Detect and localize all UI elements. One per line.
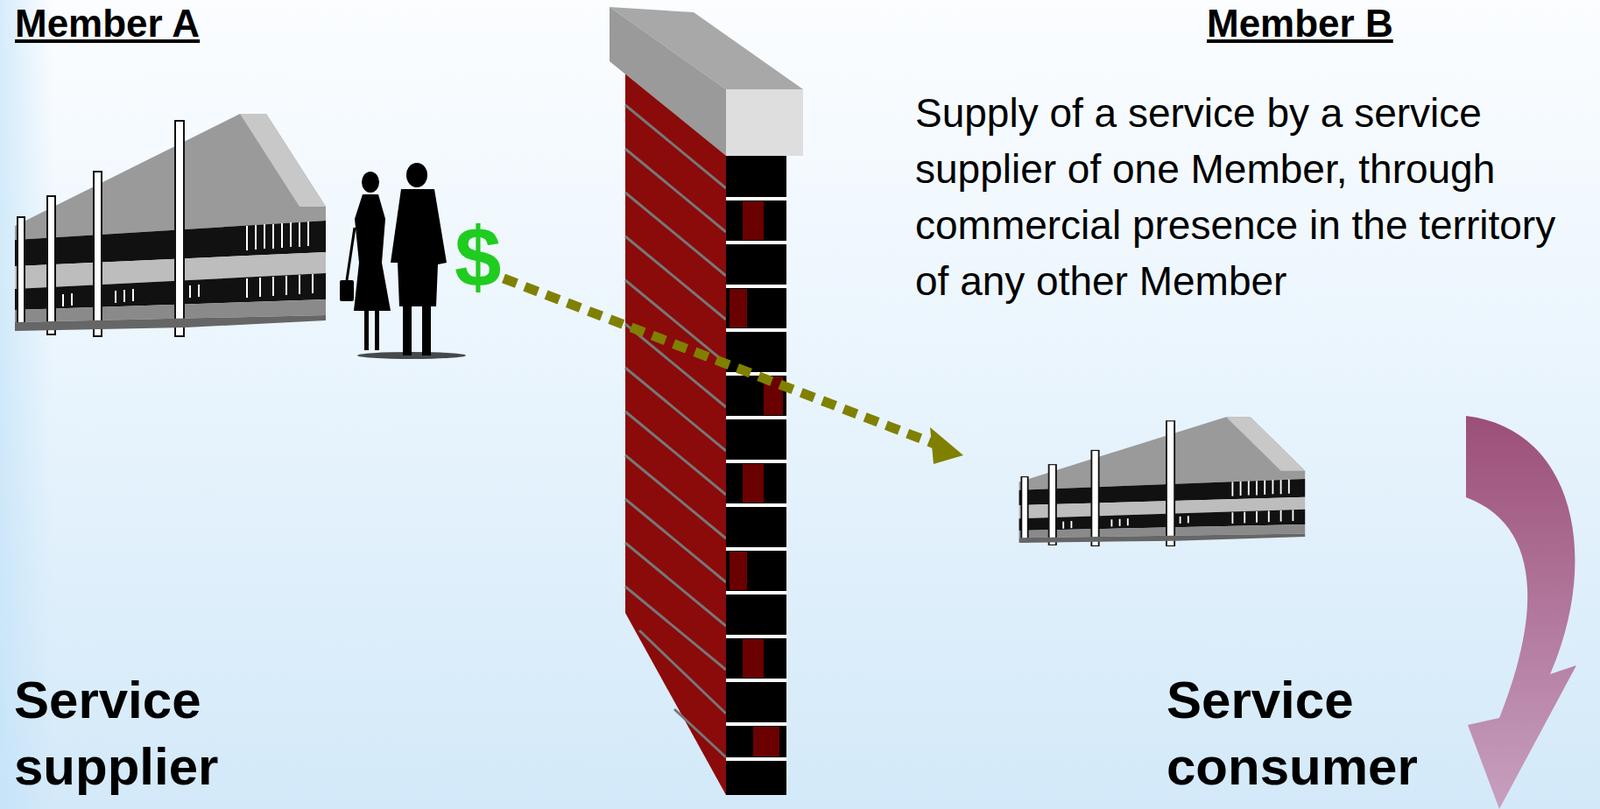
member-heading: Member B <box>1206 1 1394 46</box>
currency-symbol: $ <box>454 215 501 300</box>
mode-definition: Supply of a service by a service supplie… <box>915 84 1594 310</box>
role-label: Service consumer <box>1166 667 1500 801</box>
brick-wall <box>609 7 804 796</box>
role-label: Service supplier <box>14 667 295 801</box>
people-silhouette <box>339 162 466 360</box>
consumption-arrow <box>1466 415 1577 809</box>
payment-flow-arrow <box>503 278 964 465</box>
member-heading: Member A <box>14 1 200 46</box>
